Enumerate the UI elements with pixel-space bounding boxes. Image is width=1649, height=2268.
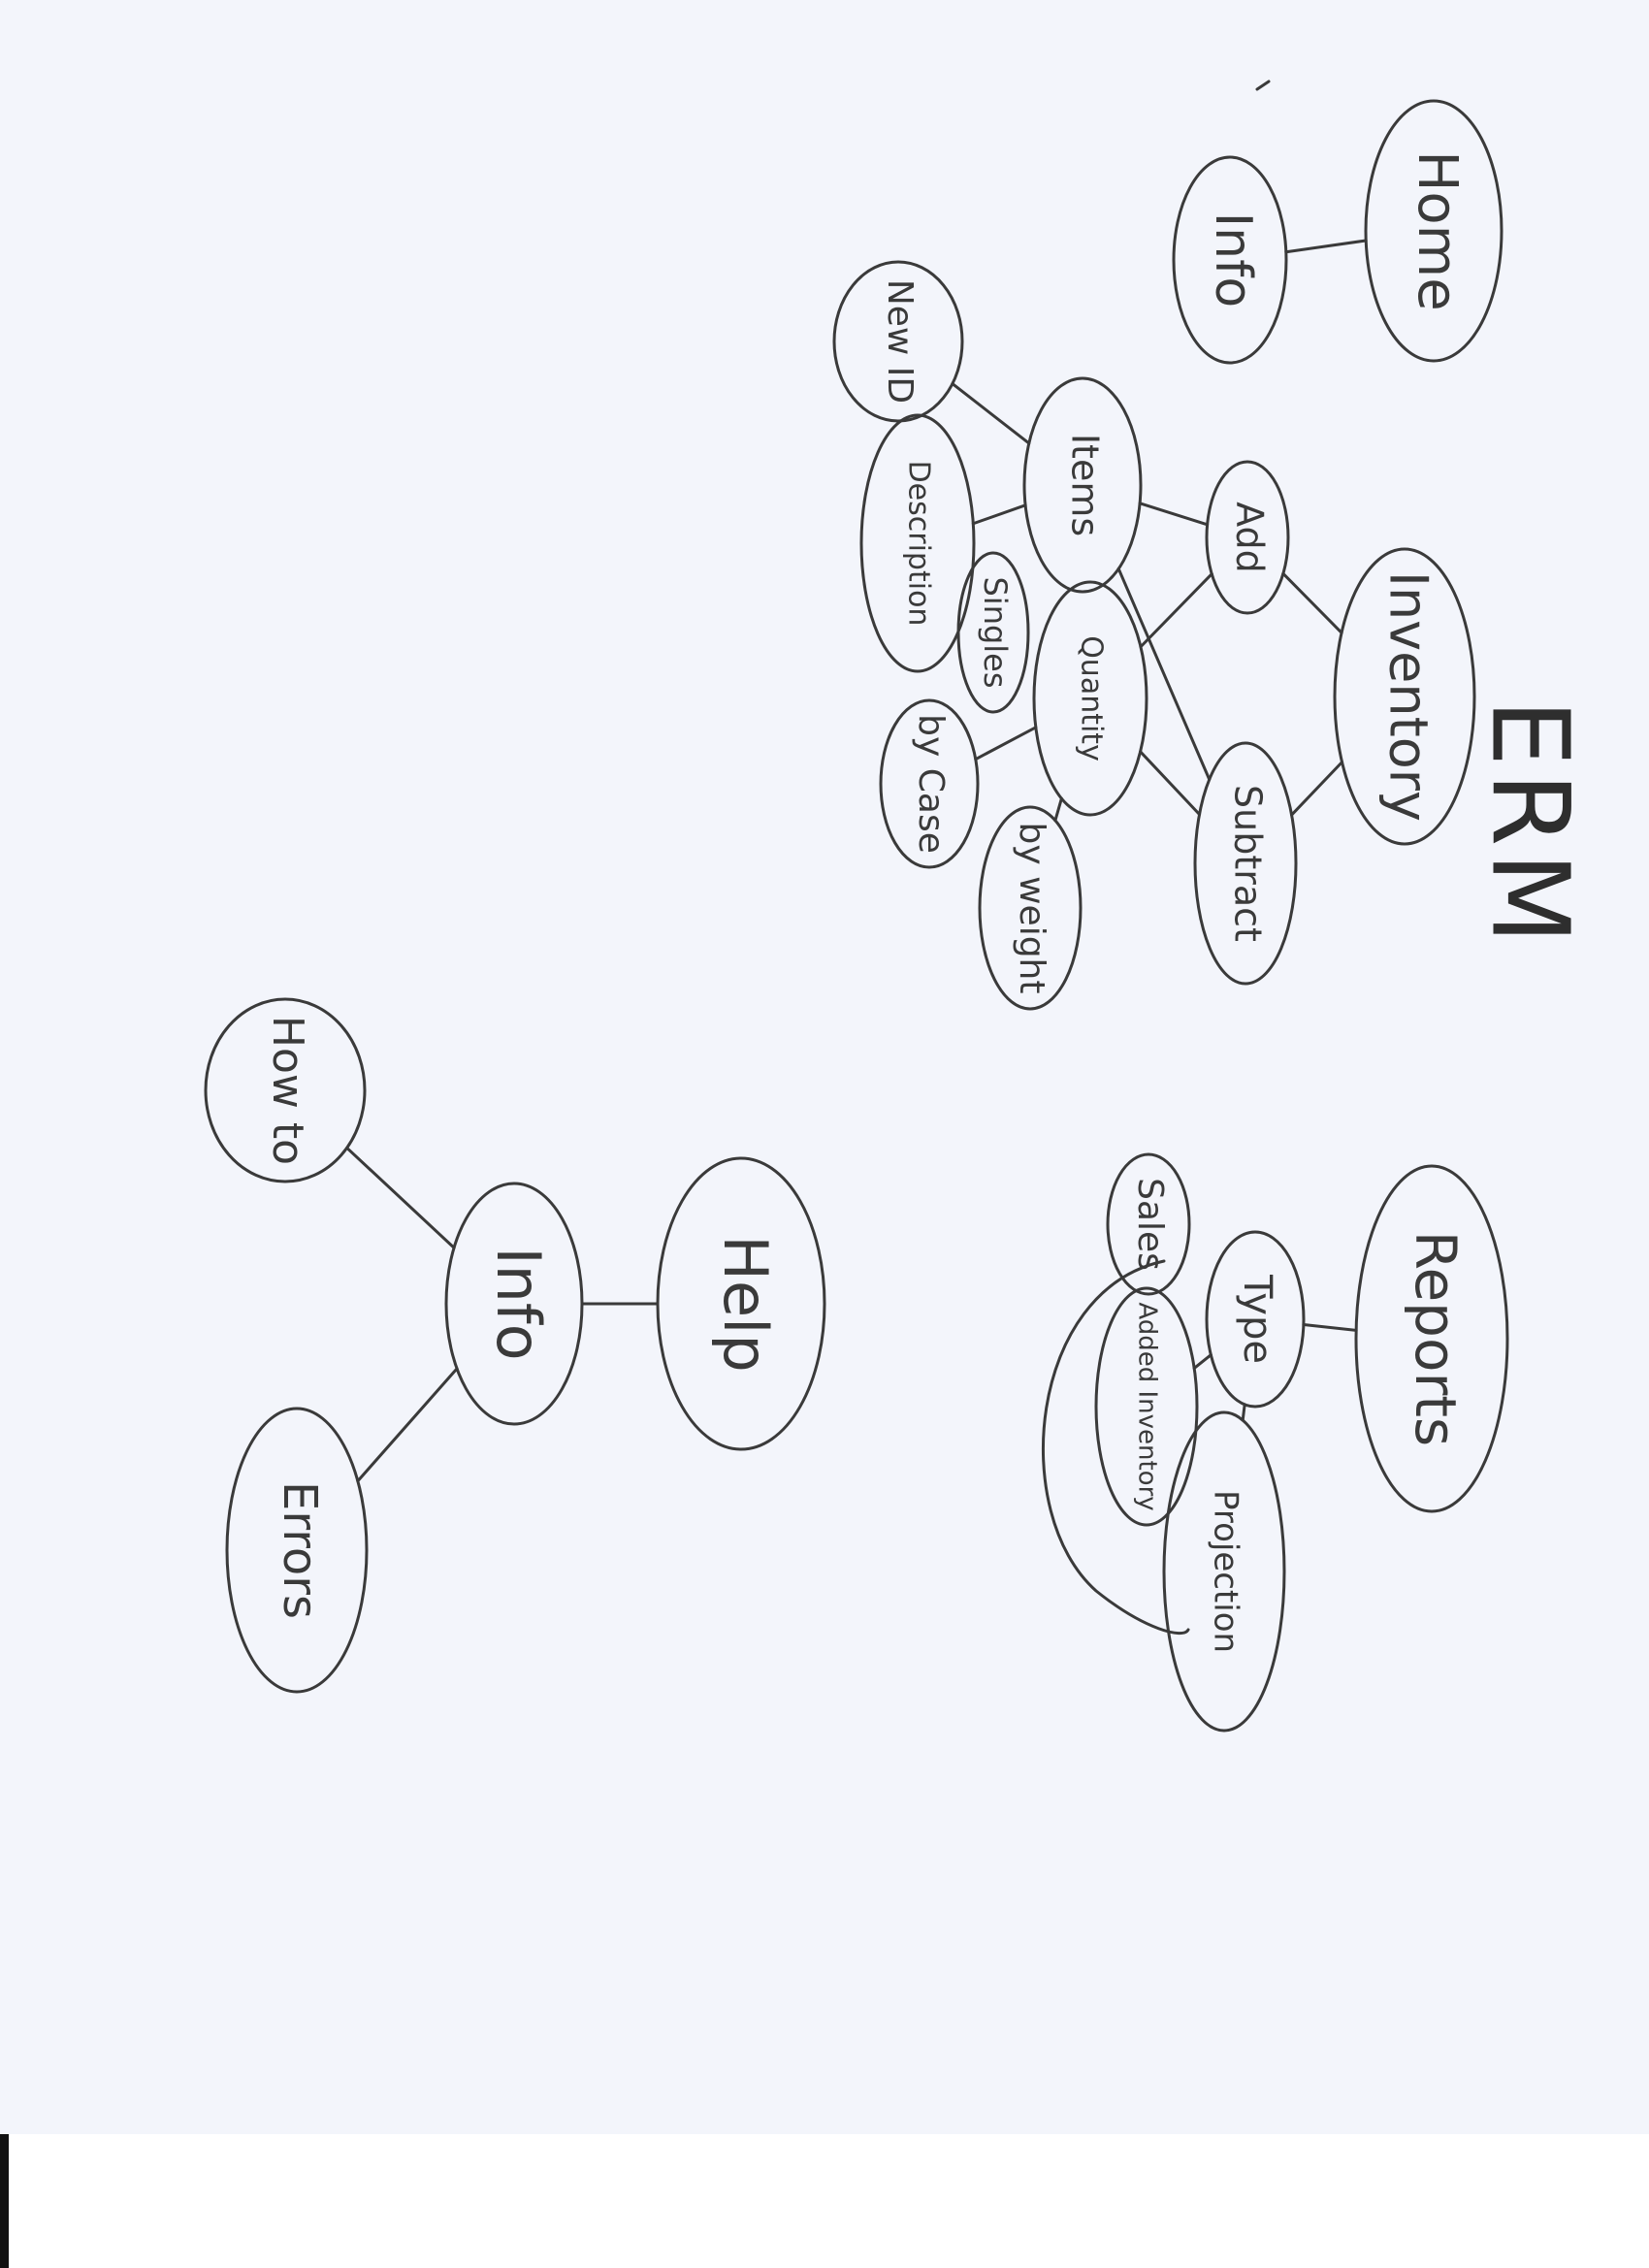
node-label: Description bbox=[902, 461, 936, 627]
node-label: Projection bbox=[1207, 1490, 1245, 1653]
edge-items-new_id bbox=[951, 382, 1031, 445]
node-bubble bbox=[1162, 1410, 1286, 1733]
node-label: Reports bbox=[1403, 1231, 1469, 1446]
node-label: Sales bbox=[1130, 1178, 1170, 1271]
node-bubble bbox=[1106, 1152, 1191, 1296]
node-items: Items bbox=[1022, 376, 1143, 594]
node-bubble bbox=[859, 413, 976, 673]
node-label: Home bbox=[1406, 150, 1469, 310]
node-how-to: How to bbox=[204, 997, 367, 1183]
edge-subtract-items bbox=[1116, 567, 1212, 782]
node-reports: Reports bbox=[1354, 1164, 1509, 1513]
node-subtract: Subtract bbox=[1193, 741, 1298, 986]
edge-inventory-add bbox=[1281, 571, 1343, 634]
node-bubble bbox=[832, 260, 964, 423]
node-bubble bbox=[1032, 580, 1148, 817]
node-label: Added Inventory bbox=[1133, 1302, 1162, 1510]
edge-home-info_top bbox=[1284, 239, 1368, 254]
edge-quantity-by_case bbox=[974, 726, 1038, 761]
node-label: Items bbox=[1064, 434, 1107, 536]
edge-info_help-how_to bbox=[345, 1146, 456, 1249]
node-home: Home bbox=[1364, 99, 1504, 363]
node-by-weight: by weight bbox=[978, 805, 1083, 1011]
extras-layer bbox=[1041, 80, 1271, 1636]
node-bubble bbox=[956, 551, 1030, 714]
node-bubble bbox=[1172, 155, 1288, 365]
node-added-inventory: Added Inventory bbox=[1094, 1286, 1199, 1527]
node-bubble bbox=[978, 805, 1083, 1011]
node-label: Errors bbox=[273, 1481, 327, 1619]
node-label: Subtract bbox=[1227, 785, 1270, 942]
edge-add-quantity bbox=[1139, 572, 1213, 649]
node-label: Type bbox=[1235, 1274, 1279, 1364]
scan-margin bbox=[0, 2134, 1649, 2268]
node-label: Inventory bbox=[1377, 571, 1439, 822]
node-bubble bbox=[1094, 1286, 1199, 1527]
node-bubble bbox=[1364, 99, 1504, 363]
node-bubble bbox=[1333, 547, 1476, 846]
node-description: Description bbox=[859, 413, 976, 673]
node-label: by Case bbox=[911, 714, 951, 854]
node-label: Info bbox=[1204, 212, 1262, 308]
node-bubble bbox=[204, 997, 367, 1183]
node-bubble bbox=[444, 1182, 584, 1426]
node-bubble bbox=[1022, 376, 1143, 594]
node-bubble bbox=[656, 1156, 826, 1451]
node-singles: Singles bbox=[956, 551, 1030, 714]
node-sales: Sales bbox=[1106, 1152, 1191, 1296]
edge-quantity-by_weight bbox=[1053, 796, 1063, 823]
node-bubble bbox=[1193, 741, 1298, 986]
node-label: Quantity bbox=[1075, 635, 1109, 761]
edge-items-description bbox=[971, 503, 1027, 526]
node-inventory: Inventory bbox=[1333, 547, 1476, 846]
diagram-title: ERM bbox=[1469, 699, 1593, 951]
node-new-id: New ID bbox=[832, 260, 964, 423]
node-help: Help bbox=[656, 1156, 826, 1451]
edge-inventory-subtract bbox=[1290, 761, 1344, 817]
node-bubble bbox=[1205, 1230, 1306, 1409]
edge-info_help-errors bbox=[356, 1367, 459, 1483]
node-info-top: Info bbox=[1172, 155, 1288, 365]
node-label: Help bbox=[710, 1235, 781, 1372]
node-bubble bbox=[879, 698, 980, 869]
node-bubble bbox=[225, 1407, 369, 1694]
node-label: by weight bbox=[1012, 823, 1051, 994]
node-bubble bbox=[1205, 460, 1290, 615]
pen-mark bbox=[1255, 80, 1271, 91]
edge-add-items bbox=[1138, 502, 1210, 527]
node-label: Info bbox=[483, 1247, 554, 1360]
node-label: Add bbox=[1229, 502, 1272, 573]
edge-reports-type bbox=[1302, 1322, 1358, 1332]
node-bubble bbox=[1354, 1164, 1509, 1513]
paper-sheet bbox=[0, 0, 1649, 2134]
node-add: Add bbox=[1205, 460, 1290, 615]
edge-type-projection bbox=[1241, 1403, 1246, 1422]
scan-edge bbox=[0, 2134, 9, 2268]
edge-subtract-quantity bbox=[1139, 750, 1202, 817]
node-label: Singles bbox=[977, 576, 1014, 688]
node-label: New ID bbox=[880, 279, 920, 404]
node-errors: Errors bbox=[225, 1407, 369, 1694]
node-type: Type bbox=[1205, 1230, 1306, 1409]
node-quantity: Quantity bbox=[1032, 580, 1148, 817]
reports-loop-curve bbox=[1041, 1259, 1190, 1636]
edge-type-added_inventory bbox=[1192, 1353, 1212, 1370]
node-projection: Projection bbox=[1162, 1410, 1286, 1733]
node-by-case: by Case bbox=[879, 698, 980, 869]
node-info-help: Info bbox=[444, 1182, 584, 1426]
node-label: How to bbox=[263, 1016, 312, 1165]
edges-layer bbox=[345, 239, 1368, 1483]
